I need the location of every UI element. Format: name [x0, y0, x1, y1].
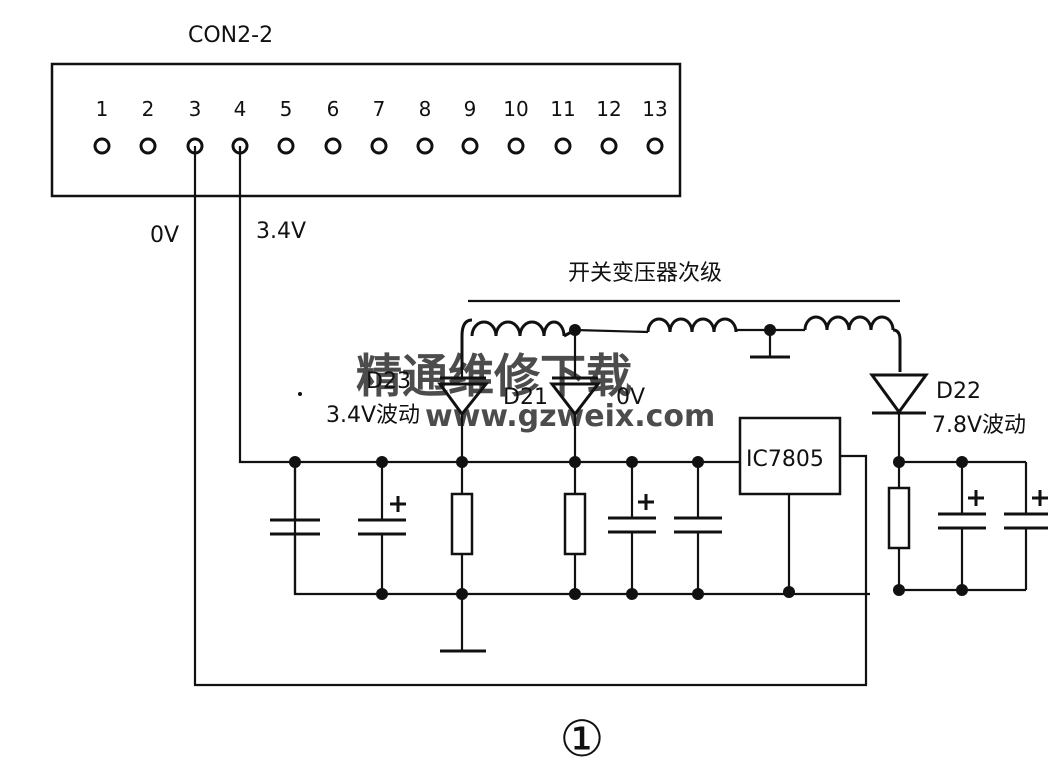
- ic7805-body: [738, 416, 842, 496]
- connector-pin-13: [646, 137, 664, 155]
- d23-label: D23: [366, 369, 411, 394]
- electrolytic-capacitor-c5: [938, 462, 986, 590]
- connector-pin-5: [277, 137, 295, 155]
- wire-pin3-ground: [193, 146, 868, 687]
- pin4-voltage-label: 3.4V: [256, 219, 306, 244]
- ic7805-label: IC7805: [746, 447, 824, 472]
- connector-pin-7-label: 7: [373, 97, 386, 121]
- diode-d23: [437, 370, 490, 462]
- connector-pin-6: [324, 137, 342, 155]
- transformer-winding: [460, 315, 902, 372]
- pin3-voltage-label: 0V: [150, 223, 179, 248]
- connector-pin-11: [554, 137, 572, 155]
- connector-pin-2-label: 2: [142, 97, 155, 121]
- connector-pin-1: [93, 137, 111, 155]
- capacitor-c4: [674, 462, 722, 594]
- connector-pin-13-label: 13: [642, 97, 667, 121]
- watermark-title: 精通维修下载: [356, 349, 632, 403]
- electrolytic-capacitor-c2: [358, 462, 406, 594]
- connector-pin-8: [416, 137, 434, 155]
- connector-pin-3-label: 3: [189, 97, 202, 121]
- connector-pin-1-label: 1: [96, 97, 109, 121]
- d22-label: D22: [936, 379, 981, 404]
- d21-voltage-label: 0V: [616, 385, 645, 410]
- connector-pin-9: [461, 137, 479, 155]
- d23-note: 3.4V波动: [326, 403, 420, 428]
- watermark-url: www.gzweix.com: [425, 399, 715, 434]
- connector-pin-10: [507, 137, 525, 155]
- resistor-r2: [563, 462, 587, 594]
- transformer-label: 开关变压器次级: [568, 261, 722, 286]
- connector-pin-2: [139, 137, 157, 155]
- diode-d21: [548, 330, 602, 462]
- connector-pin-12-label: 12: [596, 97, 621, 121]
- connector-pin-8-label: 8: [419, 97, 432, 121]
- d21-label: D21: [503, 385, 548, 410]
- connector-pin-12: [600, 137, 618, 155]
- capacitor-c1: [270, 462, 320, 594]
- connector-pin-9-label: 9: [464, 97, 477, 121]
- connector-body: [50, 62, 682, 198]
- connector-pin-4-label: 4: [234, 97, 247, 121]
- electrolytic-capacitor-c6: [1004, 462, 1048, 590]
- diode-d22: [869, 373, 929, 462]
- connector-pin-6-label: 6: [327, 97, 340, 121]
- connector-pin-7: [370, 137, 388, 155]
- junction-dots: [289, 392, 968, 600]
- connector-pin-10-label: 10: [503, 97, 528, 121]
- connector-label: CON2-2: [188, 23, 273, 48]
- connector-pin-11-label: 11: [550, 97, 575, 121]
- resistor-r3: [887, 462, 911, 590]
- figure-number: ①: [560, 710, 605, 768]
- d22-note: 7.8V波动: [932, 413, 1026, 438]
- electrolytic-capacitor-c3: [608, 462, 656, 594]
- resistor-r1: [450, 462, 474, 594]
- connector-pin-5-label: 5: [280, 97, 293, 121]
